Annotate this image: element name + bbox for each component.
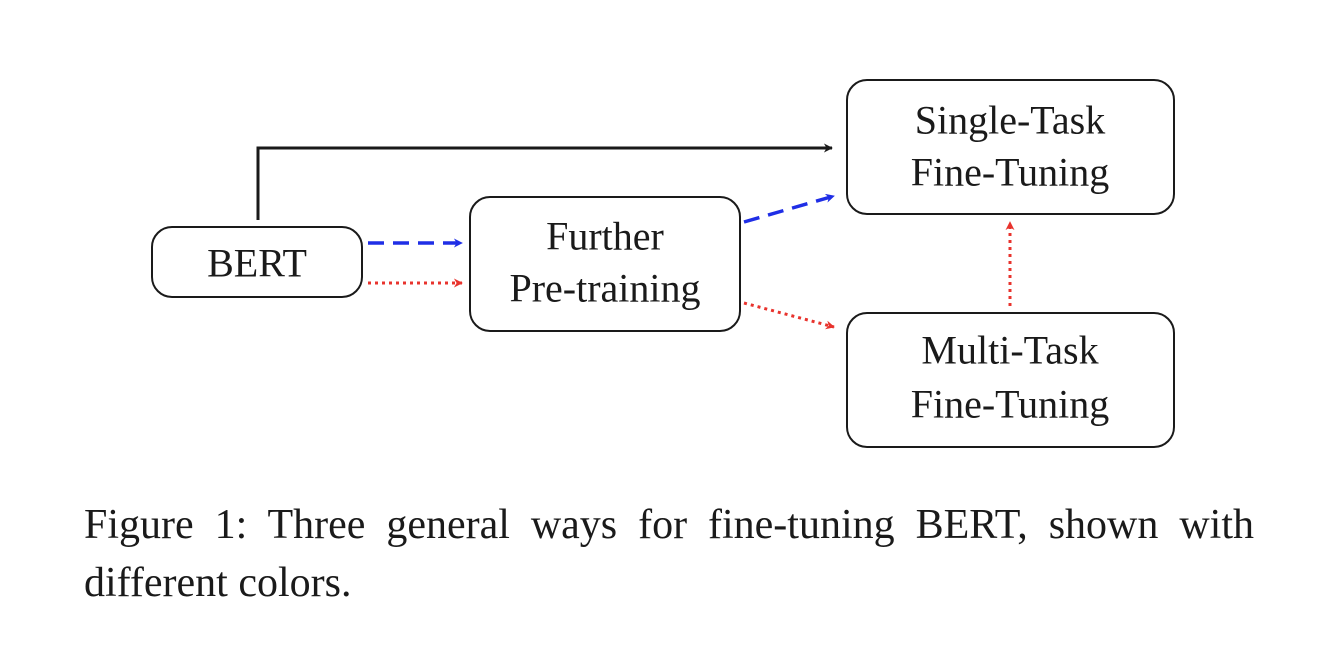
node-further-pre-training: Further Pre-training [469, 196, 741, 332]
node-single-task-fine-tuning: Single-Task Fine-Tuning [846, 79, 1175, 215]
node-multi-task-fine-tuning: Multi-Task Fine-Tuning [846, 312, 1175, 448]
node-multi-line1: Multi-Task [921, 328, 1098, 373]
node-single-line2: Fine-Tuning [911, 150, 1110, 195]
node-bert-label: BERT [207, 241, 307, 286]
figure-caption: Figure 1: Three general ways for fine-tu… [84, 502, 1254, 606]
edge-further-to-multi-red [743, 301, 835, 330]
node-multi-line2: Fine-Tuning [911, 382, 1110, 427]
node-single-line1: Single-Task [915, 98, 1106, 143]
edge-further-to-single-blue [743, 193, 835, 224]
node-bert: BERT [151, 226, 363, 298]
edge-bert-to-single-task [256, 143, 833, 220]
fine-tuning-diagram: BERT Further Pre-training Single-Task Fi… [151, 79, 1175, 448]
node-further-line2: Pre-training [509, 266, 700, 311]
node-further-line1: Further [546, 214, 664, 259]
